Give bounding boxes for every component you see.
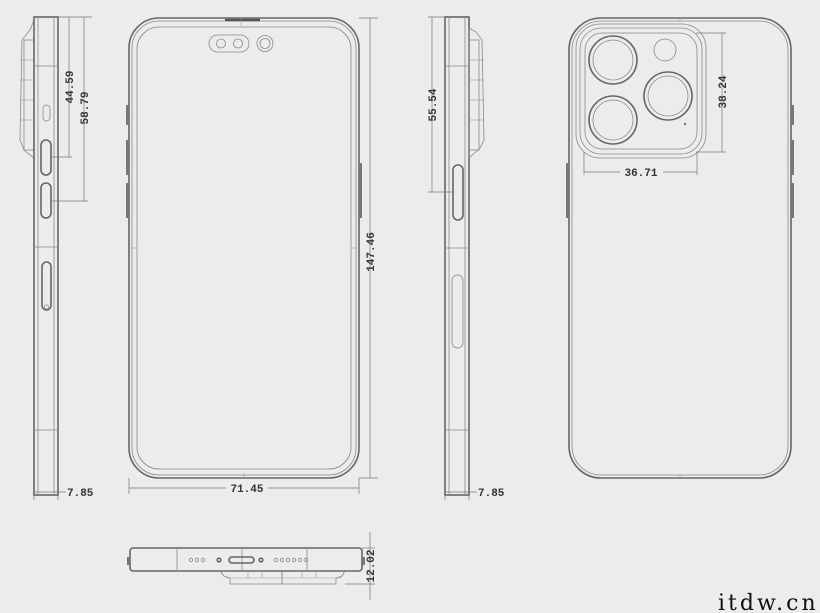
dim-55-54: 55.54 (428, 88, 440, 121)
dim-width: 71.45 (230, 484, 263, 496)
dim-height: 147.46 (366, 232, 378, 272)
dim-58-79: 58.79 (80, 91, 92, 124)
dim-camera-width: 36.71 (624, 168, 657, 180)
bottom-view: 12.02 (127, 532, 378, 600)
front-view: 147.46 71.45 (126, 17, 378, 496)
left-side-view: 44.59 58.79 7.85 (19, 16, 94, 500)
watermark: itdw.cn (718, 591, 819, 613)
dim-right-thickness: 7.85 (478, 488, 505, 500)
dim-left-thickness: 7.85 (67, 488, 94, 500)
dim-camera-height: 38.24 (718, 75, 730, 108)
back-view: 38.24 36.71 (566, 17, 794, 479)
right-side-view: 55.54 7.85 (428, 16, 505, 500)
dim-44-59: 44.59 (65, 70, 77, 103)
dim-bottom-thickness: 12.02 (366, 549, 378, 582)
camera-module (575, 23, 707, 159)
